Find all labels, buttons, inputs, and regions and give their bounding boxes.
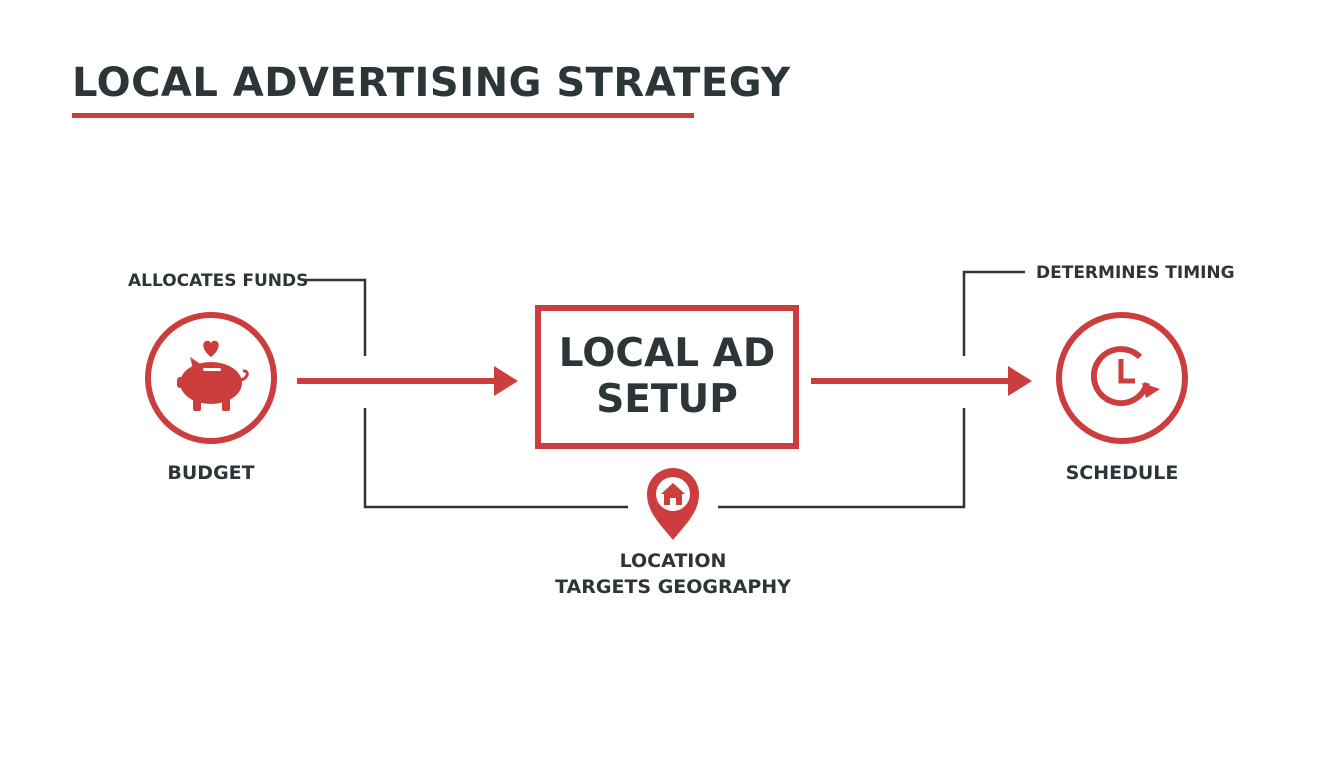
center-line-2: SETUP: [596, 377, 738, 422]
budget-node: [145, 312, 277, 444]
location-annotation: TARGETS GEOGRAPHY: [555, 576, 791, 598]
piggy-bank-icon: [177, 340, 249, 411]
budget-annotation: ALLOCATES FUNDS: [128, 271, 309, 291]
page-title: LOCAL ADVERTISING STRATEGY: [72, 60, 791, 106]
title-underline: [72, 113, 694, 118]
location-connector-right: [718, 408, 966, 509]
schedule-node: [1056, 312, 1188, 444]
arrow-budget-to-center: [297, 366, 518, 396]
location-label: LOCATION: [619, 550, 727, 572]
location-connector-left: [363, 408, 628, 509]
schedule-annotation-connector: [962, 270, 1025, 356]
center-line-1: LOCAL AD: [558, 331, 776, 376]
location-pin-home-icon: [647, 468, 699, 540]
clock-icon: [1090, 346, 1160, 407]
schedule-label: SCHEDULE: [1065, 462, 1179, 484]
schedule-annotation: DETERMINES TIMING: [1036, 263, 1235, 283]
center-box-label: LOCAL AD SETUP: [538, 308, 796, 446]
center-box: [535, 305, 799, 449]
budget-label: BUDGET: [167, 462, 255, 484]
arrow-center-to-schedule: [811, 366, 1032, 396]
budget-annotation-connector: [303, 278, 367, 356]
